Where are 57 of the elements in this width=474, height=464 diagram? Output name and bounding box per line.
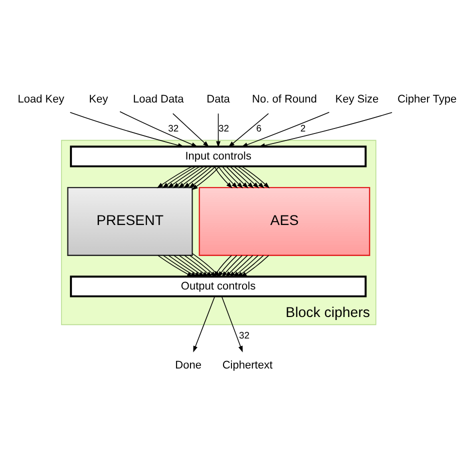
arrow xyxy=(228,112,269,147)
node-text: No. of Round xyxy=(252,92,317,105)
arrow xyxy=(218,254,238,278)
node-text: Load Data xyxy=(132,92,184,105)
arrow xyxy=(189,254,216,277)
arrow xyxy=(178,254,209,277)
arrow xyxy=(184,254,213,277)
arrow xyxy=(226,165,248,188)
node-text: Done xyxy=(175,359,202,372)
arrow xyxy=(193,296,216,352)
arrow xyxy=(258,112,392,148)
arrow xyxy=(162,254,198,277)
node-box: AES xyxy=(198,186,370,256)
arrow xyxy=(221,296,243,352)
arrow xyxy=(230,165,254,188)
arrow xyxy=(173,254,205,277)
node-text: Ciphertext xyxy=(222,359,273,372)
arrow xyxy=(192,165,220,190)
arrow xyxy=(236,254,264,277)
arrow xyxy=(172,165,204,188)
arrow xyxy=(232,254,258,277)
node-box: Input controls xyxy=(70,145,367,167)
node-box: PRESENT xyxy=(67,186,193,256)
edge-label: 2 xyxy=(300,122,306,134)
arrow xyxy=(120,110,198,147)
node-text: Key xyxy=(89,92,108,105)
node-text: Load Key xyxy=(18,92,64,105)
arrow xyxy=(233,165,260,188)
edge-label: 32 xyxy=(168,122,179,134)
arrow xyxy=(183,165,212,188)
node-text: Cipher Type xyxy=(397,92,457,105)
arrow xyxy=(167,165,200,188)
arrow xyxy=(218,165,238,188)
arrow xyxy=(221,254,243,278)
edge-label: 32 xyxy=(218,122,230,134)
node-box: Output controls xyxy=(70,275,367,297)
arrow xyxy=(162,165,197,188)
arrow xyxy=(156,165,193,188)
arrow xyxy=(241,111,330,146)
arrow xyxy=(229,254,254,277)
edge-label: 6 xyxy=(256,122,262,134)
arrow xyxy=(222,165,244,188)
node-text: Data xyxy=(206,92,230,105)
arrow xyxy=(188,165,216,188)
arrow xyxy=(225,254,248,277)
node-text: Key Size xyxy=(335,92,379,105)
arrow xyxy=(216,112,220,148)
arrow xyxy=(214,165,232,188)
arrow xyxy=(240,254,270,277)
arrow xyxy=(158,254,194,277)
arrow xyxy=(241,165,270,188)
arrow xyxy=(237,165,264,188)
arrow xyxy=(172,112,210,147)
edge-label: 32 xyxy=(239,330,250,342)
arrow xyxy=(178,165,208,188)
arrow xyxy=(70,112,184,147)
arrow xyxy=(168,254,202,277)
